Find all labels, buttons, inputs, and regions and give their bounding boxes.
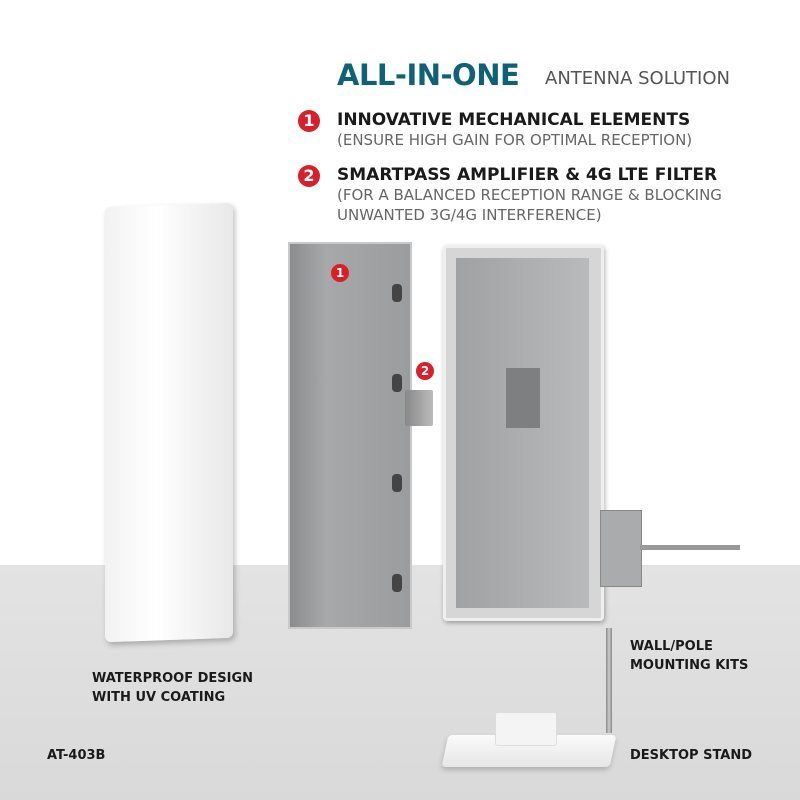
waterproof-label-2: WITH UV COATING: [92, 690, 226, 705]
waterproof-label-1: WATERPROOF DESIGN: [92, 671, 254, 686]
antenna-back-housing: [443, 245, 604, 621]
mounting-screw: [606, 628, 612, 733]
mounting-label-2: MOUNTING KITS: [630, 658, 749, 673]
headline: ALL-IN-ONE: [337, 58, 520, 92]
amplifier-marker-2: 2: [416, 362, 434, 380]
mounting-rod: [640, 545, 740, 550]
mounting-label-1: WALL/POLE: [630, 639, 713, 654]
feature-2-desc-line2: UNWANTED 3G/4G INTERFERENCE): [337, 206, 602, 224]
antenna-front-cover: [105, 202, 233, 643]
feature-2-title: SMARTPASS AMPLIFIER & 4G LTE FILTER: [337, 165, 718, 185]
feature-2-desc: (FOR A BALANCED RECEPTION RANGE & BLOCKI…: [337, 186, 722, 204]
feature-2-badge: 2: [298, 165, 320, 187]
feature-1-desc: (ENSURE HIGH GAIN FOR OPTIMAL RECEPTION): [337, 131, 693, 149]
amplifier-module: [405, 390, 433, 426]
desktop-stand-holder: [495, 712, 557, 746]
panel-marker-1: 1: [331, 264, 349, 282]
desktop-stand-label: DESKTOP STAND: [630, 748, 753, 763]
feature-1-badge: 1: [298, 110, 320, 132]
model-label: AT-403B: [47, 748, 106, 763]
mounting-bracket: [600, 510, 642, 587]
feature-1-title: INNOVATIVE MECHANICAL ELEMENTS: [337, 110, 691, 130]
headline-subtitle: ANTENNA SOLUTION: [545, 68, 730, 89]
antenna-element-panel: [288, 242, 412, 629]
